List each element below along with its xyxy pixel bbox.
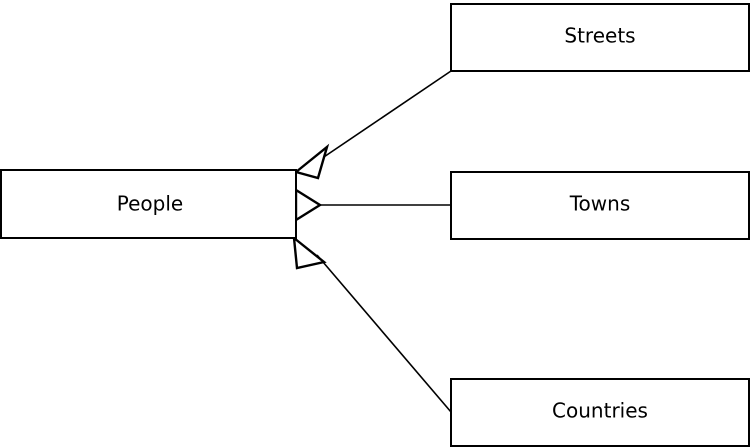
node-countries-label: Countries xyxy=(552,399,648,423)
generalization-arrowhead-icon-countries xyxy=(292,235,327,270)
node-streets[interactable]: Streets xyxy=(450,3,750,72)
node-countries-box[interactable] xyxy=(450,378,750,447)
node-people-box[interactable] xyxy=(0,169,297,239)
node-towns[interactable]: Towns xyxy=(450,171,750,240)
node-towns-label: Towns xyxy=(569,192,631,216)
node-streets-label: Streets xyxy=(564,24,635,48)
node-people-label: People xyxy=(117,192,183,216)
connector-group xyxy=(314,70,452,413)
generalization-arrowhead-icon-streets xyxy=(293,143,330,180)
connector-streets-to-people[interactable] xyxy=(314,70,452,164)
node-streets-box[interactable] xyxy=(450,3,750,72)
node-towns-box[interactable] xyxy=(450,171,750,240)
node-people[interactable]: People xyxy=(0,169,297,239)
arrowhead-group xyxy=(292,143,330,270)
generalization-arrowhead-icon-towns xyxy=(294,187,323,223)
connector-countries-to-people[interactable] xyxy=(316,254,452,413)
node-countries[interactable]: Countries xyxy=(450,378,750,447)
